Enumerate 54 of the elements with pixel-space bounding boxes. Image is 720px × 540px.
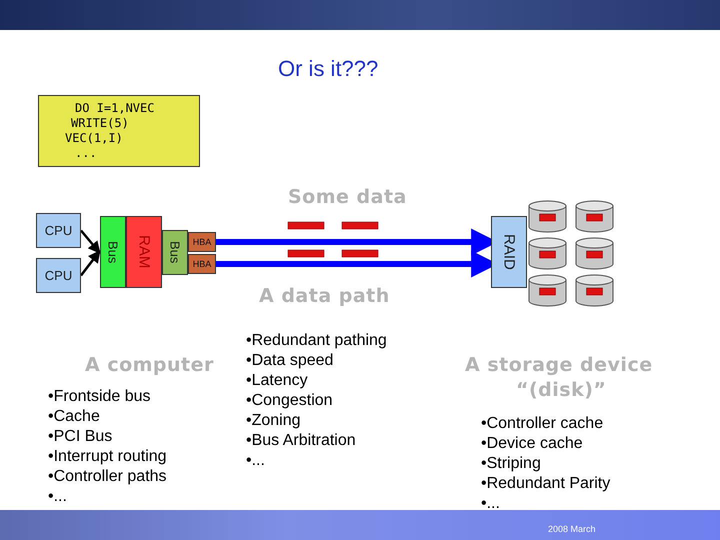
component-box [126, 216, 162, 288]
component-label: CPU [44, 268, 72, 283]
code-box [38, 95, 200, 167]
section-heading: A computer [85, 354, 214, 376]
component-label: HBA [192, 237, 212, 247]
component-box [162, 230, 188, 275]
arrow [80, 250, 101, 276]
component-label: Bus [168, 241, 182, 264]
section-heading: Some data [288, 186, 407, 208]
bullet-item: •Frontside bus [48, 387, 151, 407]
bullet-item: •Zoning [246, 411, 301, 431]
code-line: WRITE(5) [71, 116, 129, 131]
component-label: CPU [44, 223, 72, 238]
code-line: VEC(1,I) [65, 131, 123, 146]
bullet-item: •Redundant pathing [246, 331, 387, 351]
adapter-box [188, 232, 216, 252]
component-label: HBA [192, 259, 212, 269]
code-line: ... [75, 146, 97, 161]
bullet-item: •Striping [481, 454, 541, 474]
component-label: RAID [500, 234, 518, 270]
disk-icon [528, 237, 567, 271]
arrow [80, 230, 101, 254]
processor-box [36, 258, 81, 293]
bullet-item: •Controller cache [481, 414, 604, 434]
bullet-item: •PCI Bus [48, 427, 112, 447]
bullet-item: •... [246, 451, 265, 471]
bullet-item: •Redundant Parity [481, 474, 610, 494]
bullet-item: •Interrupt routing [48, 447, 167, 467]
section-heading: “(disk)” [516, 379, 606, 401]
bullet-item: •Device cache [481, 434, 583, 454]
processor-box [36, 213, 81, 248]
bullet-item: •Latency [246, 371, 308, 391]
section-heading: A data path [259, 285, 390, 307]
section-heading: A storage device [465, 354, 653, 376]
component-box [100, 216, 126, 288]
disk-icon [575, 237, 614, 271]
disk-icon [528, 200, 567, 234]
component-label: Bus [106, 240, 120, 264]
code-line: DO I=1,NVEC [75, 101, 154, 116]
bullet-item: •Bus Arbitration [246, 431, 356, 451]
bullet-item: •Controller paths [48, 467, 167, 487]
bullet-item: •... [481, 494, 500, 514]
date-text: 2008 March [548, 524, 596, 534]
bullet-item: •... [48, 487, 67, 507]
disk-icon [575, 200, 614, 234]
bullet-item: •Cache [48, 407, 100, 427]
disk-icon [528, 274, 567, 308]
slide-title: Or is it??? [278, 56, 378, 82]
disk-icon [575, 274, 614, 308]
component-label: RAM [136, 235, 152, 269]
bullet-item: •Congestion [246, 391, 333, 411]
bullet-item: •Data speed [246, 351, 334, 371]
adapter-box [188, 254, 216, 274]
component-box [491, 216, 527, 288]
